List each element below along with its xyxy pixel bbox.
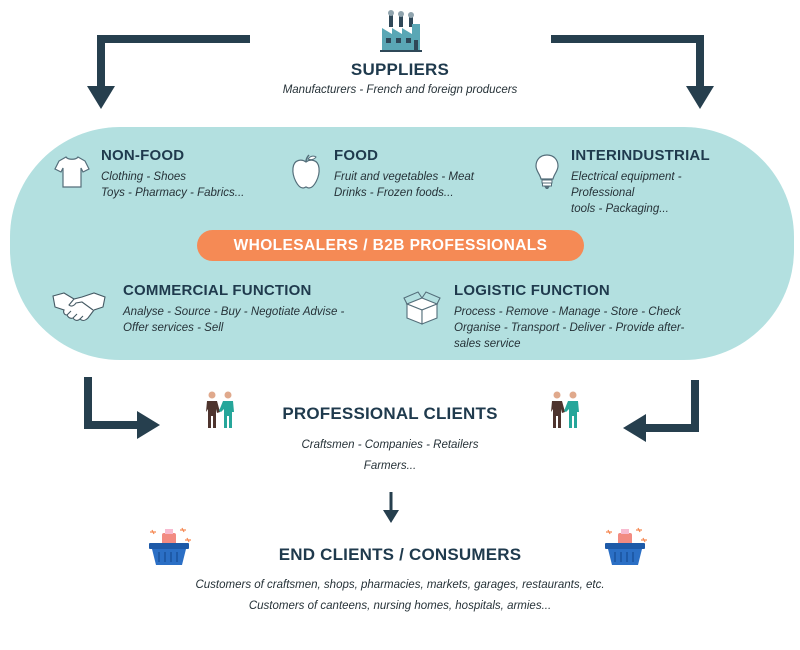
people-handshake-icon — [206, 391, 234, 428]
factory-icon — [380, 10, 422, 52]
food-title: FOOD — [334, 147, 379, 164]
nonfood-line1: Clothing - Shoes — [101, 171, 187, 183]
professional-clients-title: PROFESSIONAL CLIENTS — [282, 404, 498, 423]
end-clients-line1: Customers of craftsmen, shops, pharmacie… — [195, 579, 605, 591]
interindustrial-line1: Electrical equipment - — [571, 171, 682, 183]
professional-clients-line2: Farmers... — [363, 460, 417, 472]
suppliers-subtitle: Manufacturers - French and foreign produ… — [282, 84, 518, 96]
professional-clients-line1: Craftsmen - Companies - Retailers — [301, 439, 479, 451]
logistic-title: LOGISTIC FUNCTION — [454, 282, 610, 299]
end-clients-line2: Customers of canteens, nursing homes, ho… — [248, 600, 552, 612]
suppliers-title: SUPPLIERS — [350, 60, 450, 79]
nonfood-line2: Toys - Pharmacy - Fabrics... — [101, 187, 245, 199]
wholesalers-badge: WHOLESALERS / B2B PROFESSIONALS — [197, 230, 584, 261]
food-line1: Fruit and vegetables - Meat — [334, 171, 474, 183]
lightbulb-icon — [535, 154, 559, 189]
end-clients-title: END CLIENTS / CONSUMERS — [278, 545, 522, 564]
interindustrial-line3: tools - Packaging... — [571, 203, 669, 215]
food-line2: Drinks - Frozen foods... — [334, 187, 454, 199]
nonfood-title: NON-FOOD — [101, 147, 185, 164]
logistic-line3: sales service — [454, 338, 521, 350]
box-icon — [403, 291, 441, 325]
interindustrial-line2: Professional — [571, 187, 635, 199]
shopping-basket-icon — [605, 527, 647, 565]
commercial-line2: Offer services - Sell — [123, 322, 224, 334]
apple-icon — [292, 154, 320, 189]
handshake-icon — [52, 292, 106, 321]
shopping-basket-icon — [149, 527, 191, 565]
logistic-line2: Organise - Transport - Deliver - Provide… — [454, 322, 685, 334]
tshirt-icon — [54, 156, 90, 188]
logistic-line1: Process - Remove - Manage - Store - Chec… — [454, 306, 681, 318]
interindustrial-title: INTERINDUSTRIAL — [571, 147, 710, 164]
commercial-title: COMMERCIAL FUNCTION — [123, 282, 312, 299]
commercial-line1: Analyse - Source - Buy - Negotiate Advis… — [123, 306, 345, 318]
people-handshake-icon — [551, 391, 579, 428]
